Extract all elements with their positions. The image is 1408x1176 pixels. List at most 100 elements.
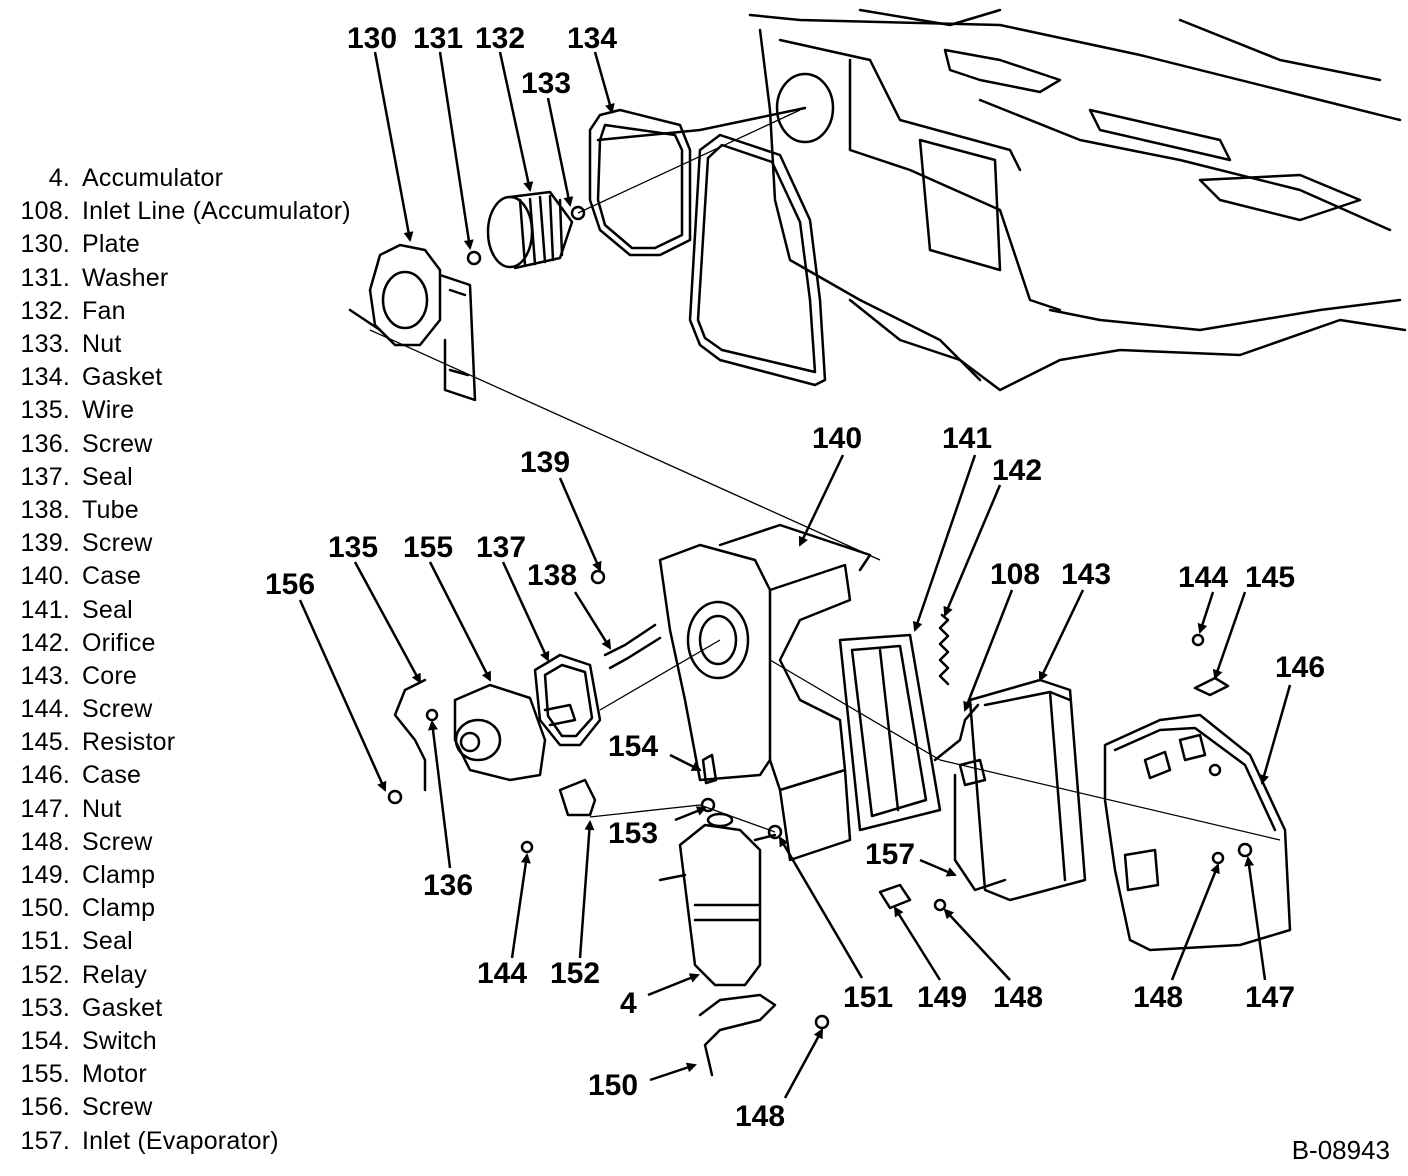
nut-133	[570, 205, 586, 221]
legend-item-number: 142.	[20, 628, 70, 657]
plate-ledge	[348, 308, 382, 332]
seal-137-inner	[543, 663, 594, 738]
legend-item: 151.Seal	[6, 925, 406, 958]
legend-item-name: Screw	[82, 1093, 153, 1122]
legend-item: 134.Gasket	[6, 361, 406, 394]
callout-155: 155	[403, 531, 453, 564]
legend-item-number: 133.	[20, 330, 70, 359]
relay-152	[558, 778, 597, 817]
callout-147: 147	[1245, 981, 1295, 1014]
legend-item-name: Wire	[82, 396, 135, 425]
legend-item: 141.Seal	[6, 593, 406, 626]
legend-item: 149.Clamp	[6, 859, 406, 892]
legend-item: 132.Fan	[6, 295, 406, 328]
callout-148-case: 148	[1133, 981, 1183, 1014]
seal-151	[767, 824, 783, 840]
nut-147	[1237, 842, 1253, 858]
callout-141: 141	[942, 422, 992, 455]
legend-item-name: Nut	[82, 794, 122, 823]
legend-item-name: Motor	[82, 1060, 147, 1089]
motor-155	[453, 683, 577, 782]
legend-item-number: 4.	[48, 164, 70, 193]
callout-136: 136	[423, 869, 473, 902]
screw-136	[425, 708, 439, 722]
leader-arrows	[298, 51, 1292, 1099]
legend-item: 148. Screw	[6, 826, 406, 859]
legend-item-number: 156.	[20, 1093, 70, 1122]
legend-item-number: 141.	[20, 595, 70, 624]
inlet-line-108	[933, 703, 980, 762]
firewall-panel	[748, 8, 1407, 392]
callout-134: 134	[567, 22, 617, 55]
callout-149: 149	[917, 981, 967, 1014]
legend-item-name: Gasket	[82, 363, 163, 392]
callout-140: 140	[812, 422, 862, 455]
gasket-153	[700, 797, 716, 813]
legend-item-name: Clamp	[82, 861, 156, 890]
legend-item-name: Nut	[82, 330, 122, 359]
legend-item: 138. Tube	[6, 494, 406, 527]
legend-item-name: Washer	[82, 263, 169, 292]
legend-item-name: Core	[82, 661, 137, 690]
clamp-149	[878, 883, 912, 910]
legend-item-name: Gasket	[82, 993, 163, 1022]
callout-148-clamp: 148	[735, 1100, 785, 1133]
legend-item-number: 140.	[20, 562, 70, 591]
legend-item-name: Resistor	[82, 728, 176, 757]
legend-item: 146.Case	[6, 759, 406, 792]
legend-item-name: Screw	[82, 695, 153, 724]
callout-137: 137	[476, 531, 526, 564]
case-140	[658, 523, 872, 862]
callout-108: 108	[990, 558, 1040, 591]
callout-156: 156	[265, 568, 315, 601]
callout-143: 143	[1061, 558, 1111, 591]
callout-139: 139	[520, 446, 570, 479]
legend-item: 140. Case	[6, 560, 406, 593]
legend-item-name: Relay	[82, 960, 147, 989]
legend-item-name: Case	[82, 562, 142, 591]
legend-item: 131.Washer	[6, 262, 406, 295]
legend-item-number: 152.	[20, 960, 70, 989]
callout-146: 146	[1275, 651, 1325, 684]
legend-item-number: 138.	[20, 495, 70, 524]
legend-item-number: 144.	[20, 695, 70, 724]
legend-item-name: Tube	[82, 495, 139, 524]
legend-item: 147.Nut	[6, 793, 406, 826]
callout-138: 138	[527, 559, 577, 592]
legend-item: 139.Screw	[6, 527, 406, 560]
legend-item: 144. Screw	[6, 693, 406, 726]
switch-154	[701, 753, 718, 785]
callout-153: 153	[608, 817, 658, 850]
legend-item-name: Clamp	[82, 894, 156, 923]
clamp-150	[698, 993, 777, 1077]
legend-item-name: Accumulator	[82, 164, 224, 193]
callout-labels: 130 131 132 133 134 139 140 141 142 135 …	[265, 22, 1325, 1133]
legend-item: 153. Gasket	[6, 992, 406, 1025]
screw-144-bottom	[520, 840, 534, 854]
legend-item: 133. Nut	[6, 328, 406, 361]
legend-item: 137.Seal	[6, 461, 406, 494]
legend-item-number: 148.	[20, 827, 70, 856]
legend-item: 143.Core	[6, 660, 406, 693]
legend-item-number: 145.	[20, 728, 70, 757]
legend-item-name: Screw	[82, 827, 153, 856]
inlet-evaporator-157-fitting	[958, 758, 987, 787]
callout-130: 130	[347, 22, 397, 55]
legend-item-number: 135.	[20, 396, 70, 425]
tube-138	[603, 623, 662, 670]
callout-152: 152	[550, 957, 600, 990]
legend-item-name: Inlet (Evaporator)	[82, 1126, 279, 1155]
legend-item: 154. Switch	[6, 1025, 406, 1058]
legend-item: 135. Wire	[6, 394, 406, 427]
callout-131: 131	[413, 22, 463, 55]
callout-4: 4	[620, 987, 637, 1020]
legend-item-number: 153.	[20, 993, 70, 1022]
orifice-142	[938, 613, 950, 686]
fan-132	[486, 190, 574, 270]
legend-item-name: Switch	[82, 1026, 157, 1055]
legend-item-number: 154.	[20, 1026, 70, 1055]
plate-130	[368, 243, 477, 402]
legend-item-number: 108.	[20, 197, 70, 226]
legend-item-number: 146.	[20, 761, 70, 790]
